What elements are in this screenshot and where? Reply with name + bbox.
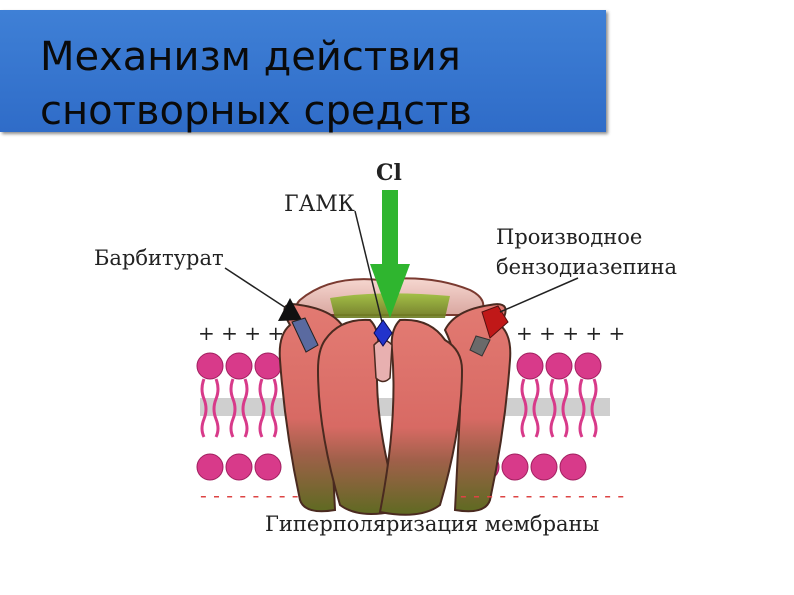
- label-benzo-line1: Производное: [496, 225, 642, 249]
- label-barbiturate: Барбитурат: [94, 246, 224, 270]
- slide-title: Механизм действия снотворных средств: [40, 34, 472, 134]
- minus-marks-left: - - - - - - - -: [200, 483, 299, 507]
- barbiturate-pointer: [224, 267, 287, 309]
- label-gaba: ГАМК: [284, 192, 355, 217]
- pointer-lines: [224, 210, 579, 323]
- label-hyperpolarization: Гиперполяризация мембраны: [265, 512, 599, 536]
- benzo-pointer: [499, 277, 579, 313]
- receptor-subunit-mid-right: [378, 318, 464, 516]
- label-benzo-line2: бензодиазепина: [496, 255, 677, 279]
- chloride-arrow: [370, 190, 410, 318]
- benzo-binding-site: [481, 305, 509, 339]
- plus-marks-left: + + + +: [198, 321, 284, 345]
- gaba-pointer: [354, 210, 383, 323]
- minus-marks-right: - - - - - - - - - - - - -: [460, 483, 624, 507]
- barbiturate-binding-site: [278, 298, 302, 321]
- membrane-top-heads: [196, 352, 602, 380]
- receptor-subunit-right: [443, 303, 512, 513]
- plus-marks-right: + + + + +: [516, 321, 625, 345]
- gaba-binding-site: [373, 319, 393, 347]
- membrane-tails: [200, 378, 598, 438]
- title-box: Механизм действия снотворных средств: [0, 10, 606, 134]
- benzo-site-body: [469, 335, 491, 357]
- barbiturate-site-body: [291, 317, 319, 353]
- label-cl: Cl: [376, 160, 402, 186]
- gaba-receptor-channel: [278, 277, 512, 516]
